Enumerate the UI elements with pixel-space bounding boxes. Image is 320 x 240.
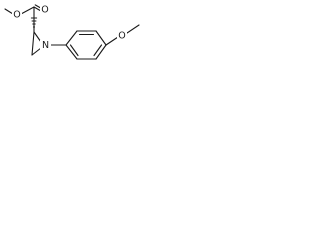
bond-ring-c2-c3 [31,31,35,56]
bond-ring-c3-n [31,47,42,56]
benzene-ring [65,30,107,60]
atom-carbonyl-oxygen: O [40,5,50,16]
bond-carbonyl-double-1 [33,6,42,12]
stereo-hash-wedge [30,17,38,28]
chemical-structure: O O N O [4,4,140,60]
svg-text:O: O [41,5,48,16]
svg-text:N: N [42,40,49,51]
bond-methyl-oxygen [4,8,14,15]
bond-ring-c2-n [33,31,42,43]
svg-text:O: O [118,31,125,42]
atom-methoxy-oxygen: O [117,31,127,42]
atom-aziridine-nitrogen: N [40,40,51,51]
bond-methoxy-methyl [126,24,140,34]
svg-text:O: O [13,10,20,21]
atom-ester-methyl-oxygen: O [12,10,22,21]
bond-oxygen-carbonyl-carbon [20,6,35,15]
bond-aryl-methoxy-oxygen [105,36,119,46]
